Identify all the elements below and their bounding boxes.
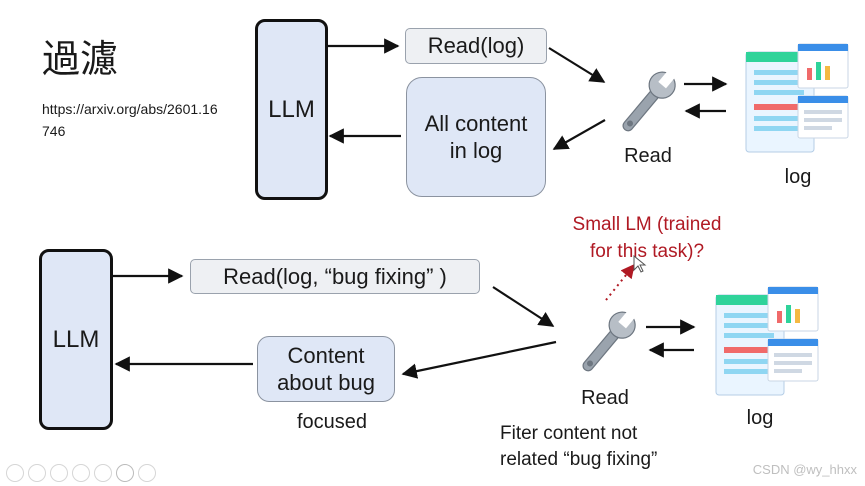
paper-url: https://arxiv.org/abs/2601.16746: [42, 101, 218, 139]
arrow-call-to-tool-bottom: [492, 286, 555, 327]
llm-box-bottom: LLM: [39, 249, 113, 430]
small-lm-note: Small LM (trained for this task)?: [552, 211, 742, 265]
read-call-top-text: Read(log): [427, 33, 525, 58]
filter-note-line1: Fiter content not: [500, 423, 638, 444]
wrench-icon: [582, 309, 637, 372]
arrow-call-to-tool-top: [548, 47, 606, 83]
result-box-bottom: Content about bug: [257, 336, 395, 402]
play-icon[interactable]: [6, 464, 24, 482]
watermark: CSDN @wy_hhxx: [752, 462, 857, 477]
result-box-bottom-text: Content about bug: [277, 343, 375, 395]
arrow-tool-to-result-bottom: [401, 340, 557, 379]
small-lm-line2: for this task)?: [589, 241, 705, 262]
read-call-top: Read(log): [405, 28, 547, 64]
log-document-icon: [745, 43, 849, 153]
camera-icon[interactable]: [116, 464, 134, 482]
result-box-top-text: All content in log: [424, 111, 528, 163]
arrow-tool-to-result-top: [552, 119, 606, 150]
slides-icon[interactable]: [50, 464, 68, 482]
log-label-bottom: log: [746, 407, 774, 429]
log-document-icon: [715, 286, 819, 396]
small-lm-line1: Small LM (trained: [572, 214, 722, 235]
subtitles-icon[interactable]: [94, 464, 112, 482]
filter-note-line2: related “bug fixing”: [500, 449, 658, 470]
read-call-bottom-text: Read(log, “bug fixing” ): [223, 263, 447, 289]
pen-icon[interactable]: [28, 464, 46, 482]
result-caption: focused: [296, 411, 368, 433]
dotted-arrow-small-lm: [605, 263, 635, 301]
llm-box-top: LLM: [255, 19, 328, 200]
result-box-top: All content in log: [406, 77, 546, 197]
llm-label-top: LLM: [268, 95, 315, 123]
tool-label-top: Read: [624, 145, 672, 167]
tool-label-bottom: Read: [581, 387, 629, 409]
read-call-bottom: Read(log, “bug fixing” ): [190, 259, 480, 294]
more-icon[interactable]: [138, 464, 156, 482]
presentation-toolbar: [6, 464, 156, 482]
filter-note: Fiter content not related “bug fixing”: [500, 421, 657, 473]
zoom-icon[interactable]: [72, 464, 90, 482]
slide-title: 過濾: [42, 37, 119, 81]
log-label-top: log: [784, 166, 812, 188]
wrench-icon: [622, 69, 677, 132]
llm-label-bottom: LLM: [52, 325, 100, 353]
